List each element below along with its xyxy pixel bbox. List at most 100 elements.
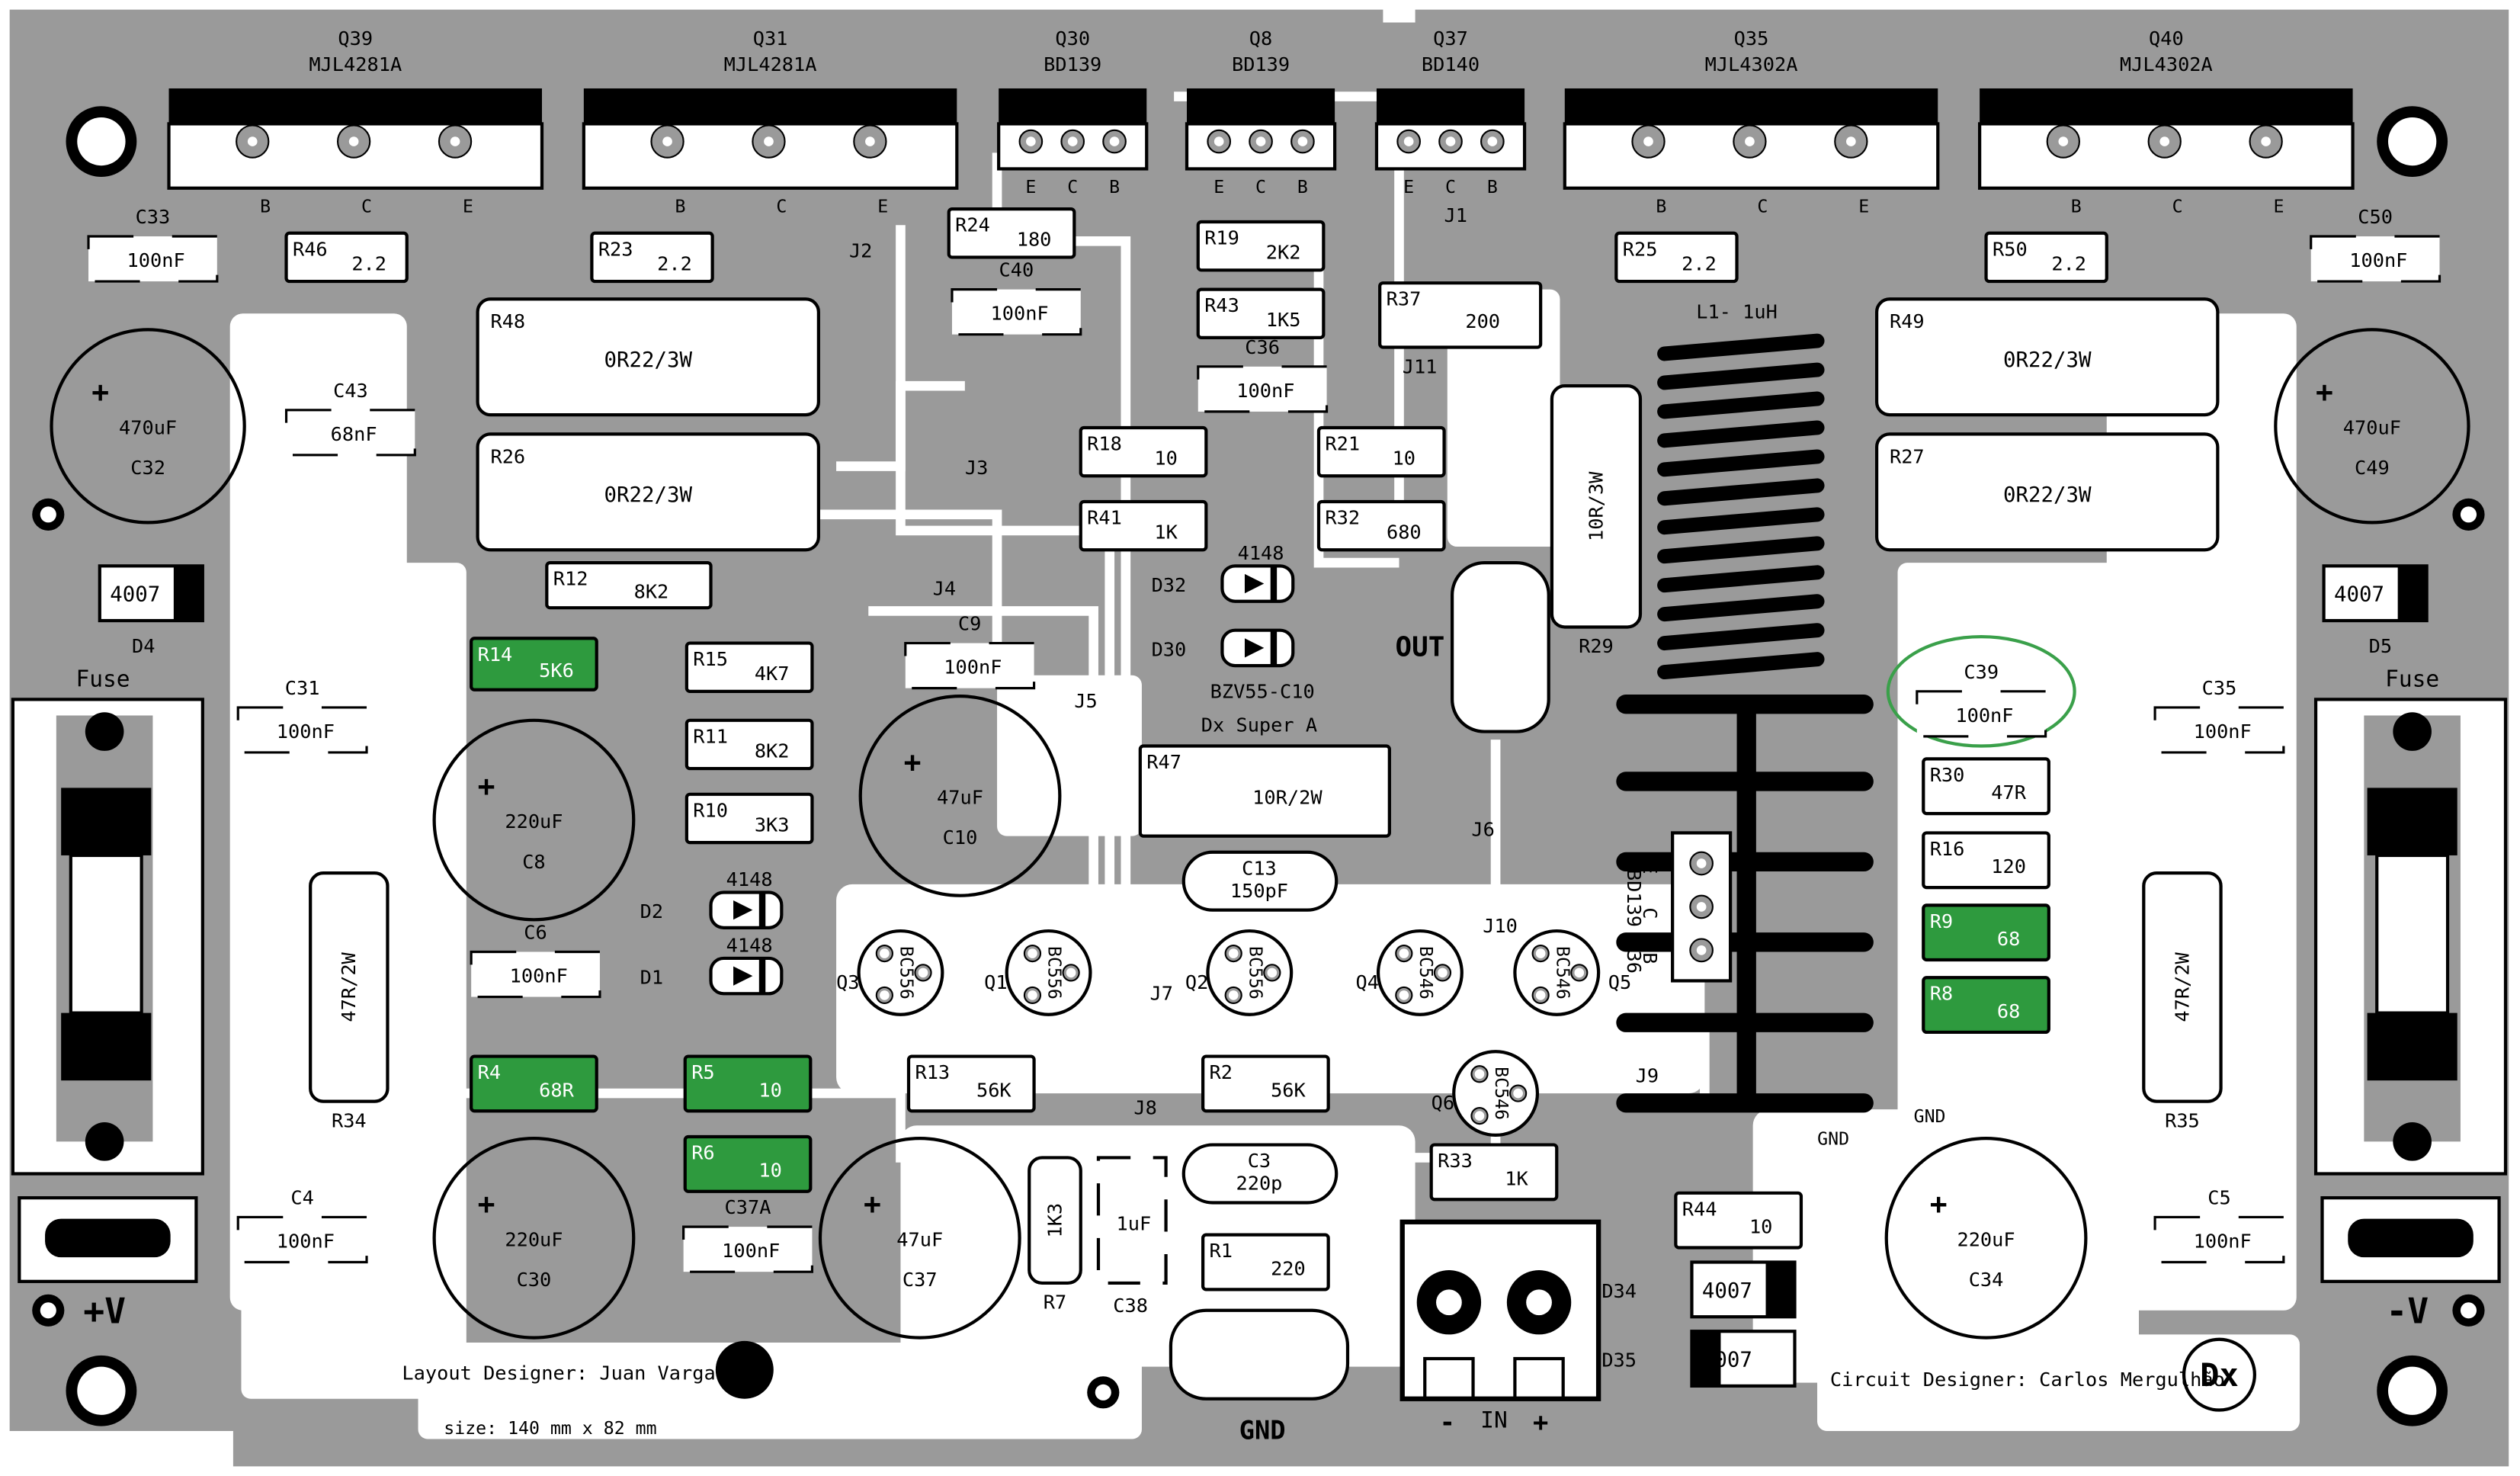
pin-label: B: [675, 196, 685, 217]
transistor-part: MJL4281A: [309, 53, 402, 75]
resistor-r1: [1201, 1233, 1330, 1292]
resistor-value: 2.2: [1682, 252, 1717, 274]
diode-symbol: [1244, 573, 1265, 594]
diode-symbol: [1244, 638, 1265, 658]
components-layer: [50, 122, 2470, 1412]
capacitor-id: C40: [999, 259, 1034, 281]
resistor-id: R46: [293, 238, 328, 260]
diode-value: BZV55-C10: [1210, 680, 1315, 702]
pin-label: E: [1214, 177, 1224, 197]
resistor-id: R2: [1210, 1061, 1233, 1083]
resistor-value: 10: [1154, 447, 1177, 469]
pin-label: C: [2172, 196, 2183, 217]
resistor-id: R50: [1993, 238, 2028, 260]
capacitor-c50: [2310, 235, 2441, 283]
capacitor-value: 100nF: [722, 1240, 780, 1262]
capacitor-c6: [470, 950, 601, 999]
pad-hole: [1513, 1088, 1523, 1099]
resistor-value: 680: [1387, 521, 1422, 543]
pad-hole: [2159, 136, 2170, 146]
resistor-id: R19: [1204, 227, 1239, 249]
gnd-pad-label: GND: [1914, 1106, 1946, 1127]
transistor-part: BD140: [1422, 53, 1480, 75]
plus-label: +: [1533, 1407, 1548, 1437]
layout-designer: Layout Designer: Juan Vargas: [402, 1362, 727, 1384]
minus-v-label: -V: [2386, 1291, 2429, 1332]
pad-hole: [1255, 136, 1266, 146]
capacitor-value: 100nF: [510, 965, 568, 987]
fuse-holder-right: [2313, 698, 2508, 1283]
jumper-label: J2: [849, 239, 872, 262]
resistor-value: 47R/2W: [2171, 951, 2193, 1022]
resistor-r13: [906, 1054, 1036, 1113]
pad-hole: [450, 136, 460, 146]
resistor-r50: [1984, 231, 2108, 284]
pad-hole: [1026, 136, 1036, 146]
resistor-value: 220: [1271, 1257, 1306, 1279]
resistor-value: 10: [1749, 1216, 1772, 1238]
capacitor-value: 150pF: [1230, 880, 1288, 902]
pin-label: C: [1757, 196, 1768, 217]
diode-band: [758, 958, 766, 994]
dx-super-label: Dx Super A: [1201, 714, 1317, 736]
pad-hole: [1403, 136, 1414, 146]
capacitor-value: 100nF: [944, 656, 1002, 679]
capacitor-value: 100nF: [1236, 380, 1294, 402]
input-connector: [1399, 1219, 1601, 1401]
capacitor-value: 100nF: [127, 249, 185, 271]
resistor-id: R35: [2165, 1109, 2200, 1131]
resistor-id: R41: [1087, 507, 1122, 529]
pin-label: E: [1025, 177, 1036, 197]
resistor-r12: [545, 561, 713, 610]
pin-label: E: [1403, 177, 1414, 197]
capacitor-c30: [432, 1137, 636, 1340]
transistor-id: Q1: [984, 971, 1007, 993]
transistor-part: BC556: [896, 946, 916, 1000]
resistor-id: R8: [1930, 983, 1953, 1005]
resistor-r8: [1922, 976, 2050, 1035]
resistor-id: R43: [1204, 294, 1239, 316]
capacitor-c35: [2153, 706, 2285, 754]
pin-label: E: [2274, 196, 2284, 217]
capacitor-id: C36: [1245, 336, 1280, 358]
resistor-value: 2.2: [2051, 252, 2086, 274]
polarity-mark: +: [1930, 1187, 1948, 1221]
pad-hole: [1535, 948, 1546, 958]
resistor-id: R23: [598, 238, 633, 260]
capacitor-c13: [1181, 850, 1339, 912]
transistor-id: Q37: [1433, 27, 1468, 50]
pad-hole: [1228, 990, 1239, 1000]
resistor-r33: [1429, 1143, 1559, 1202]
pin-label: B: [1656, 196, 1666, 217]
resistor-id: R47: [1146, 751, 1181, 773]
jumper-label: J3: [965, 457, 988, 479]
pad-hole: [1297, 136, 1308, 146]
polarity-mark: +: [478, 1187, 495, 1221]
capacitor-id: C8: [522, 851, 545, 873]
capacitor-id: C49: [2355, 457, 2390, 479]
board-size: size: 140 mm x 82 mm: [444, 1418, 656, 1439]
resistor-r14: [470, 637, 598, 691]
pin-label: C: [1445, 177, 1456, 197]
resistor-r25: [1614, 231, 1739, 284]
pad-hole: [1643, 136, 1653, 146]
capacitor-value: 47uF: [896, 1228, 943, 1250]
resistor-value: 180: [1017, 229, 1052, 251]
resistor-r9: [1922, 903, 2050, 962]
transistor-part: BC546: [1552, 946, 1573, 1000]
jumper-label: J4: [933, 577, 956, 599]
resistor-value: 10: [758, 1160, 781, 1182]
pad-hole: [1696, 945, 1707, 955]
resistor-id: R29: [1579, 635, 1614, 657]
resistor-r16: [1922, 831, 2050, 890]
jumper-label: J1: [1444, 204, 1467, 226]
resistor-r27: [1874, 432, 2220, 552]
resistor-id: R18: [1087, 433, 1122, 455]
transistor-part: BD139: [1232, 53, 1290, 75]
resistor-id: R5: [691, 1061, 714, 1083]
transistor-id: Q3: [836, 971, 859, 993]
pad-hole: [1474, 1069, 1485, 1080]
capacitor-c9: [904, 641, 1036, 690]
q36-label: BD139 Q36: [1623, 869, 1645, 974]
diode-id: D32: [1152, 574, 1187, 596]
